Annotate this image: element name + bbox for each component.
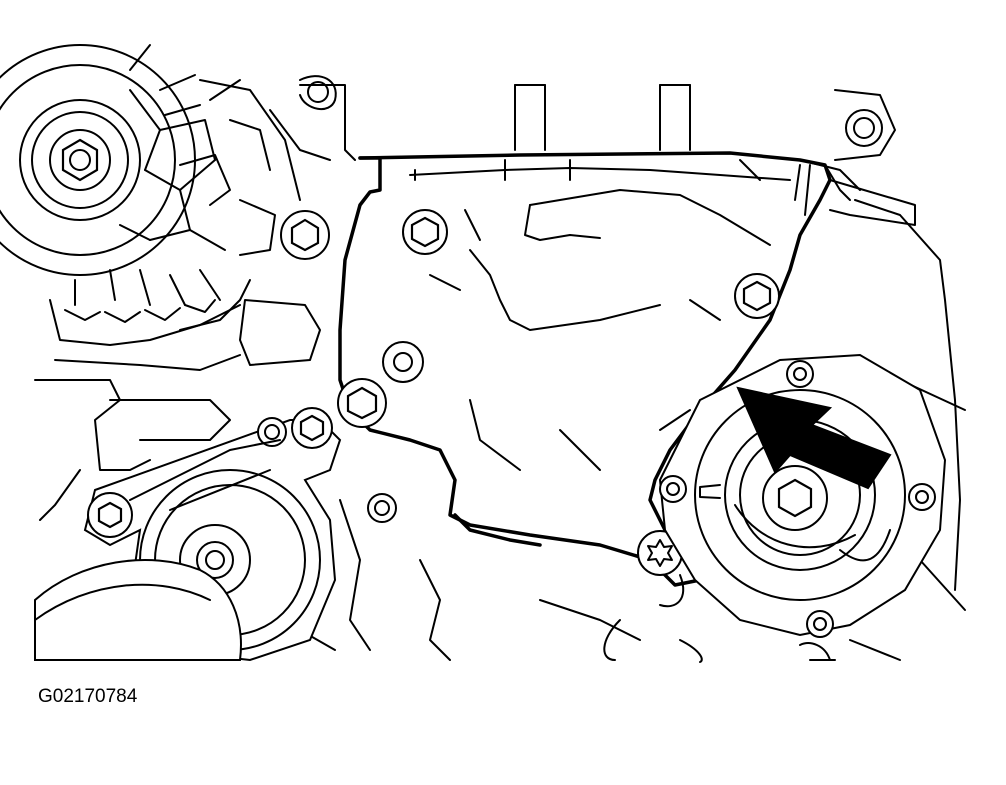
camshaft-sprocket-hub	[658, 353, 947, 661]
hub-bolt-bottom	[806, 610, 834, 638]
alternator-pulley	[0, 44, 337, 346]
hub-bolt-right	[908, 483, 936, 511]
torx-bolt	[637, 530, 683, 576]
crankshaft-pulley	[34, 559, 242, 661]
cover-bolt-bottom	[367, 493, 397, 523]
indicator-arrow	[736, 386, 892, 490]
cover-bolt-left-middle	[337, 378, 387, 428]
cover-bolt-top	[402, 209, 448, 255]
figure-code-label: G02170784	[38, 686, 138, 707]
cover-bolt-right	[734, 273, 780, 319]
bracket-bolt-left	[280, 210, 330, 260]
top-right-stud	[845, 109, 883, 147]
cover-stud-small	[382, 341, 424, 383]
timing-belt-cover	[338, 151, 916, 608]
cover-bolts	[337, 209, 780, 576]
hub-bolt-left	[659, 475, 687, 503]
hub-bolt-top	[786, 360, 814, 388]
